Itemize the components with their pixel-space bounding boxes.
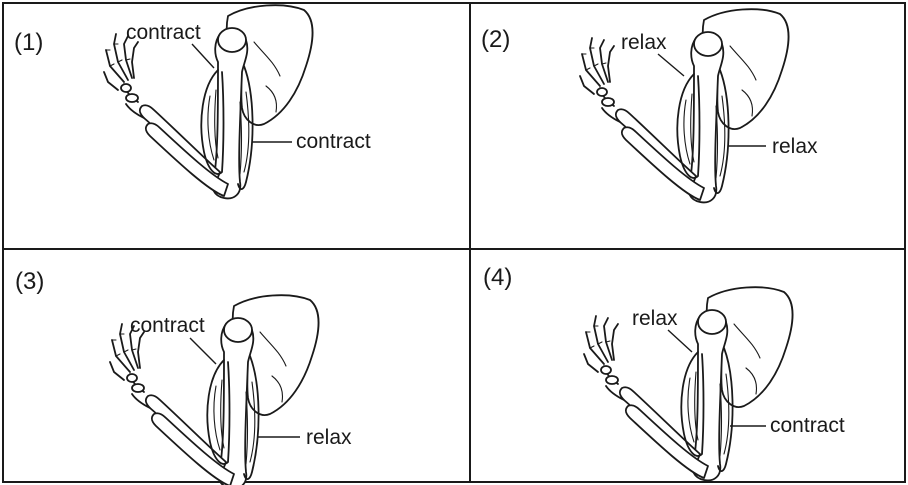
arm-illustration — [584, 287, 793, 480]
panel-1: (1) contract contract — [14, 5, 371, 198]
biceps-leader-line — [190, 338, 216, 364]
triceps-label: contract — [770, 414, 845, 437]
triceps-label: relax — [306, 426, 352, 449]
panel-3: (3) contract relax — [15, 268, 352, 485]
biceps-leader-line — [192, 44, 214, 68]
triceps-label: relax — [772, 135, 818, 158]
biceps-leader-line — [668, 330, 692, 352]
biceps-label: contract — [130, 314, 205, 337]
panel-2: (2) relax relax — [481, 9, 818, 202]
biceps-label: contract — [126, 21, 201, 44]
biceps-label: relax — [621, 31, 667, 54]
biceps-leader-line — [658, 54, 684, 76]
biceps-label: relax — [632, 307, 678, 330]
arm-illustration — [580, 9, 789, 202]
triceps-label: contract — [296, 130, 371, 153]
panel-number: (2) — [481, 26, 510, 53]
panel-number: (3) — [15, 268, 44, 295]
table-frame — [3, 3, 905, 482]
panel-number: (4) — [483, 264, 512, 291]
panel-number: (1) — [14, 29, 43, 56]
panel-4: (4) relax contract — [483, 264, 845, 480]
